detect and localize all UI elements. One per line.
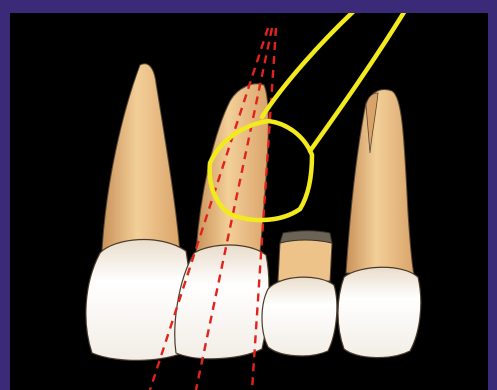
central-incisor-root <box>102 64 180 253</box>
diagram-panel <box>10 13 488 390</box>
prepared-canine-crown <box>262 277 337 356</box>
first-premolar-root <box>346 90 414 276</box>
prepared-canine-root <box>278 240 332 281</box>
first-premolar <box>338 90 421 358</box>
prepared-canine <box>262 231 337 356</box>
lateral-incisor-root <box>196 84 268 253</box>
first-premolar-crown <box>338 267 421 357</box>
tooth-diagram <box>10 13 488 390</box>
central-incisor-crown <box>86 239 190 360</box>
central-incisor <box>86 64 190 361</box>
